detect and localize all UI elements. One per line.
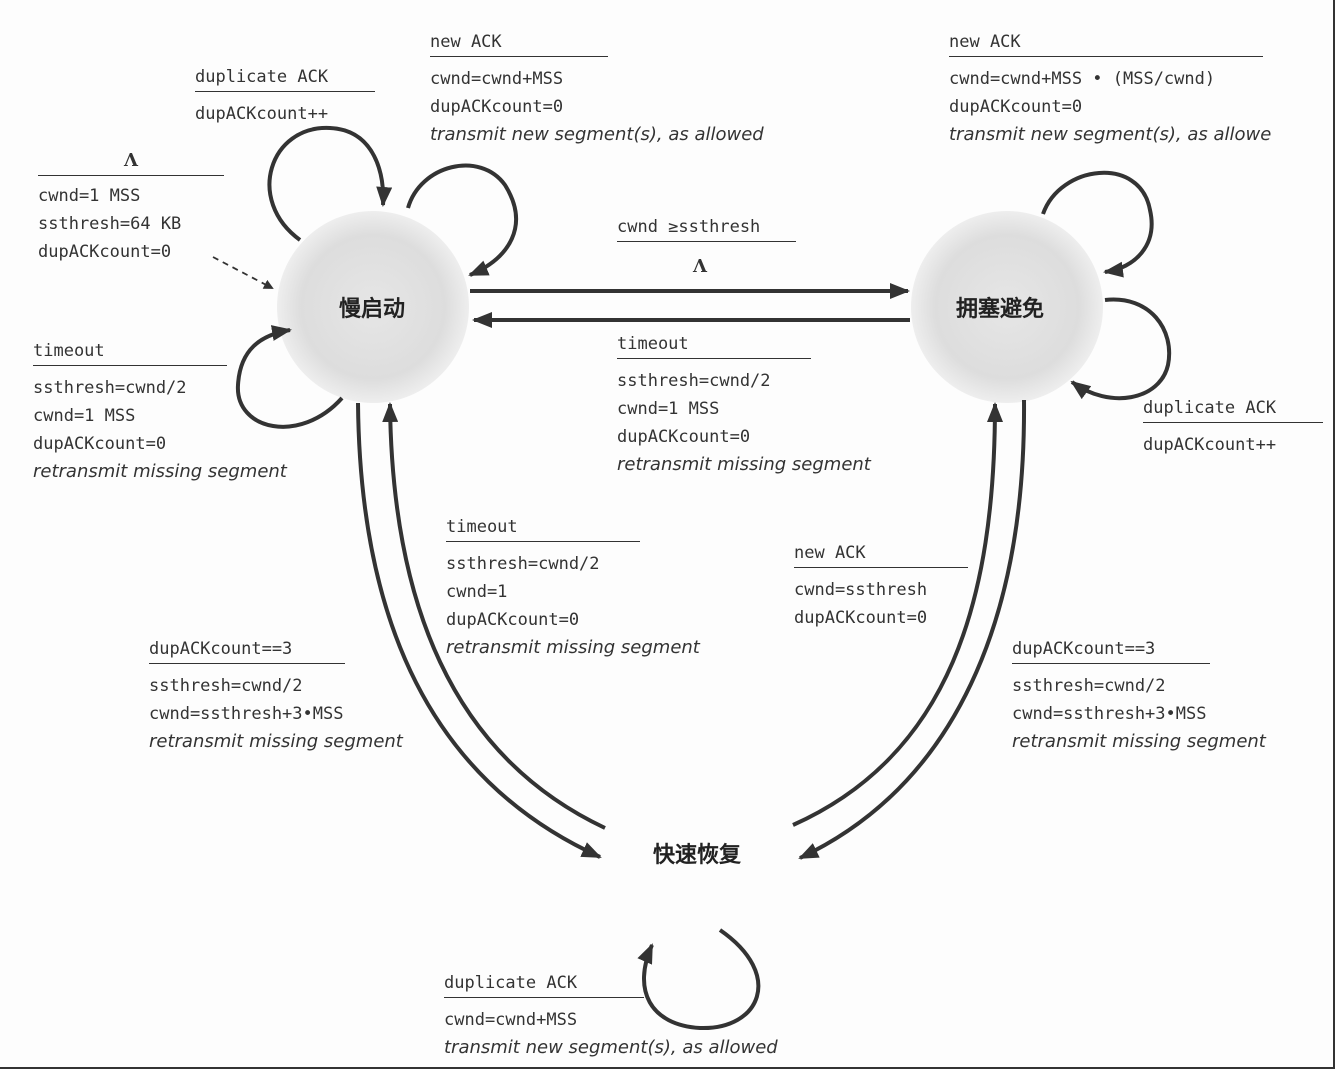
ca-dup-loop	[1070, 297, 1172, 401]
state-label-congestion-avoidance: 拥塞避免	[955, 296, 1045, 322]
ca-dup-event: duplicate ACK	[1143, 397, 1323, 423]
ss-timeout-event: timeout	[33, 340, 227, 366]
ca-new-actions: cwnd=cwnd+MSS • (MSS/cwnd) dupACKcount=0…	[949, 65, 1271, 149]
ca-dup-actions: dupACKcount++	[1143, 431, 1323, 459]
init-action: dupACKcount=0	[38, 242, 172, 262]
fr-dup-action: cwnd=cwnd+MSS	[444, 1010, 578, 1030]
fr-to-ss-action: dupACKcount=0	[446, 610, 580, 630]
fr-to-ss-action: cwnd=1	[446, 582, 508, 602]
fr-to-ss-actions: ssthresh=cwnd/2 cwnd=1 dupACKcount=0 ret…	[446, 550, 700, 662]
ca-to-fr-note: retransmit missing segment	[1012, 731, 1266, 752]
ss-to-fr-actions: ssthresh=cwnd/2 cwnd=ssthresh+3•MSS retr…	[149, 672, 403, 756]
ca-to-ss-note: retransmit missing segment	[617, 454, 871, 475]
state-congestion-avoidance	[911, 211, 1103, 403]
ca-new-event: new ACK	[949, 31, 1263, 57]
fr-to-ss-action: ssthresh=cwnd/2	[446, 554, 600, 574]
fr-to-ca-label: new ACK cwnd=ssthresh dupACKcount=0	[794, 542, 968, 632]
ss-new-label: new ACK cwnd=cwnd+MSS dupACKcount=0 tran…	[430, 31, 764, 149]
ca-to-ss-action: dupACKcount=0	[617, 427, 751, 447]
ss-timeout-action: cwnd=1 MSS	[33, 406, 136, 426]
ca-dup-action: dupACKcount++	[1143, 435, 1277, 455]
ca-to-fr-action: cwnd=ssthresh+3•MSS	[1012, 704, 1207, 724]
ss-new-loop	[406, 163, 518, 277]
ss-dup-event: duplicate ACK	[195, 66, 375, 92]
ss-timeout-action: dupACKcount=0	[33, 434, 167, 454]
ss-to-ca-label: cwnd ≥ssthresh	[617, 216, 796, 242]
ss-new-action: dupACKcount=0	[430, 97, 564, 117]
fr-to-ca-actions: cwnd=ssthresh dupACKcount=0	[794, 576, 968, 632]
fr-dup-label: duplicate ACK cwnd=cwnd+MSS transmit new…	[444, 972, 778, 1062]
ss-to-fr-label: dupACKcount==3 ssthresh=cwnd/2 cwnd=ssth…	[149, 638, 403, 756]
ss-new-action: cwnd=cwnd+MSS	[430, 69, 564, 89]
ss-to-ca-event: cwnd ≥ssthresh	[617, 216, 796, 242]
ca-to-fr-label: dupACKcount==3 ssthresh=cwnd/2 cwnd=ssth…	[1012, 638, 1266, 756]
ss-to-fr-arrow	[356, 402, 602, 859]
ca-to-fr-event: dupACKcount==3	[1012, 638, 1210, 664]
ca-new-note: transmit new segment(s), as allowe	[949, 124, 1272, 145]
ss-timeout-action: ssthresh=cwnd/2	[33, 378, 187, 398]
state-slow-start	[277, 211, 469, 403]
ss-new-event: new ACK	[430, 31, 608, 57]
fr-dup-event: duplicate ACK	[444, 972, 644, 998]
ss-dup-loop	[267, 125, 393, 242]
fr-to-ca-action: dupACKcount=0	[794, 608, 928, 628]
ca-to-fr-action: ssthresh=cwnd/2	[1012, 676, 1166, 696]
ss-to-fr-event: dupACKcount==3	[149, 638, 345, 664]
ss-timeout-note: retransmit missing segment	[33, 461, 287, 482]
ss-to-ca-action: Λ	[693, 256, 707, 277]
ca-to-ss-action: ssthresh=cwnd/2	[617, 371, 771, 391]
ss-timeout-actions: ssthresh=cwnd/2 cwnd=1 MSS dupACKcount=0…	[33, 374, 287, 486]
state-label-slow-start: 慢启动	[338, 296, 406, 322]
init-transition-label: Λ cwnd=1 MSS ssthresh=64 KB dupACKcount=…	[38, 150, 224, 266]
ss-dup-label: duplicate ACK dupACKcount++	[195, 66, 375, 128]
init-action: cwnd=1 MSS	[38, 186, 141, 206]
fr-to-ss-note: retransmit missing segment	[446, 637, 700, 658]
fr-to-ss-arrow	[382, 402, 606, 830]
ss-new-note: transmit new segment(s), as allowed	[430, 124, 764, 145]
init-event: Λ	[38, 150, 224, 176]
init-arrow	[212, 256, 274, 289]
fr-to-ca-arrow	[792, 402, 1003, 827]
ca-new-action: cwnd=cwnd+MSS • (MSS/cwnd)	[949, 69, 1216, 89]
ca-to-ss-event: timeout	[617, 333, 811, 359]
ss-to-fr-action: cwnd=ssthresh+3•MSS	[149, 704, 344, 724]
ca-to-ss-label: timeout ssthresh=cwnd/2 cwnd=1 MSS dupAC…	[617, 333, 871, 479]
ss-dup-actions: dupACKcount++	[195, 100, 375, 128]
ca-to-fr-actions: ssthresh=cwnd/2 cwnd=ssthresh+3•MSS retr…	[1012, 672, 1266, 756]
ca-new-label: new ACK cwnd=cwnd+MSS • (MSS/cwnd) dupAC…	[949, 31, 1271, 149]
ca-to-fr-arrow	[798, 399, 1027, 860]
ca-dup-label: duplicate ACK dupACKcount++	[1143, 397, 1323, 459]
fr-dup-note: transmit new segment(s), as allowed	[444, 1037, 778, 1058]
ca-to-ss-actions: ssthresh=cwnd/2 cwnd=1 MSS dupACKcount=0…	[617, 367, 871, 479]
init-action: ssthresh=64 KB	[38, 214, 182, 234]
ss-to-fr-note: retransmit missing segment	[149, 731, 403, 752]
ca-new-loop	[1041, 171, 1154, 278]
ca-to-ss-action: cwnd=1 MSS	[617, 399, 720, 419]
fr-dup-loop	[637, 928, 761, 1031]
ss-timeout-label: timeout ssthresh=cwnd/2 cwnd=1 MSS dupAC…	[33, 340, 287, 486]
ss-to-fr-action: ssthresh=cwnd/2	[149, 676, 303, 696]
fr-to-ss-event: timeout	[446, 516, 640, 542]
fr-to-ss-label: timeout ssthresh=cwnd/2 cwnd=1 dupACKcou…	[446, 516, 700, 662]
init-actions: cwnd=1 MSS ssthresh=64 KB dupACKcount=0	[38, 182, 224, 266]
ss-timeout-loop	[235, 325, 344, 429]
state-label-fast-recovery: 快速恢复	[652, 842, 742, 868]
ca-new-action: dupACKcount=0	[949, 97, 1083, 117]
fr-dup-actions: cwnd=cwnd+MSS transmit new segment(s), a…	[444, 1006, 778, 1062]
fr-to-ca-action: cwnd=ssthresh	[794, 580, 928, 600]
ss-dup-action: dupACKcount++	[195, 104, 329, 124]
ss-new-actions: cwnd=cwnd+MSS dupACKcount=0 transmit new…	[430, 65, 764, 149]
fr-to-ca-event: new ACK	[794, 542, 968, 568]
